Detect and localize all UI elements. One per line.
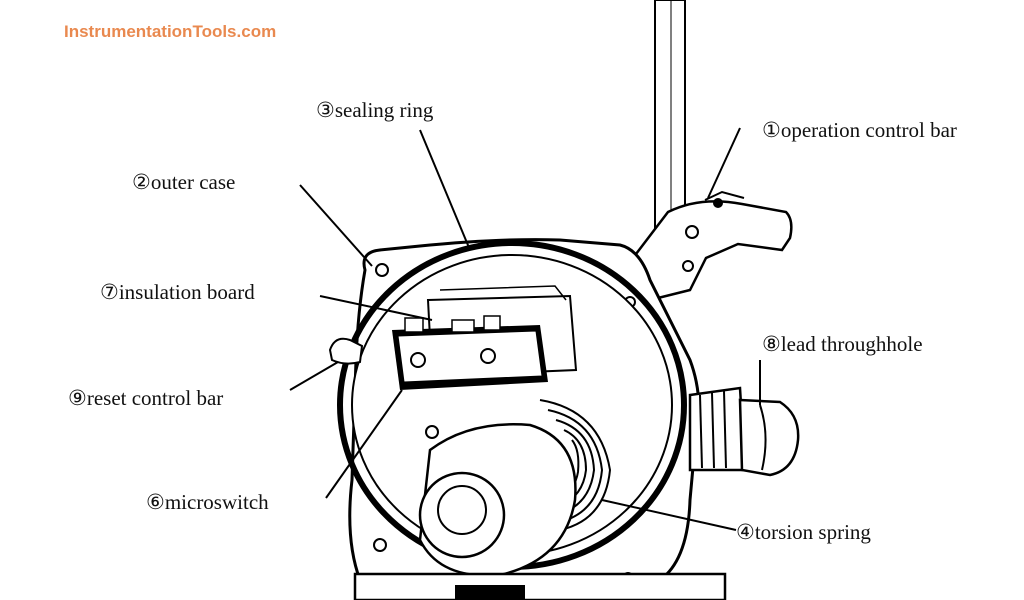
lead-throughhole-part [688,386,800,477]
label-insulation-board: ⑦insulation board [100,280,255,304]
pull-rod [654,0,686,241]
label-operation-control-bar: ①operation control bar [762,118,957,142]
label-torsion-spring: ④torsion spring [736,520,871,544]
watermark-logo: InstrumentationTools.com [64,22,277,41]
label-microswitch: ⑥microswitch [146,490,269,514]
operation-control-bar-part [618,190,793,302]
label-reset-control-bar: ⑨reset control bar [68,386,224,410]
cam-shaft-part [418,423,577,577]
leader-microswitch [325,389,403,499]
label-lead-throughhole: ⑧lead throughhole [762,332,923,356]
label-outer-case: ②outer case [132,170,236,194]
microswitch-part [392,315,548,390]
leader-torsion-spring [601,499,737,531]
torsion-spring-part [539,399,612,531]
leader-sealing-ring [419,129,471,251]
leader-reset-control-bar [289,361,339,391]
mounting-foot-part [353,572,727,600]
leader-insulation-board [319,295,433,321]
leader-lines [289,127,761,531]
leader-operation-control-bar [707,127,741,199]
leader-outer-case [299,184,373,267]
label-sealing-ring: ③sealing ring [316,98,434,122]
